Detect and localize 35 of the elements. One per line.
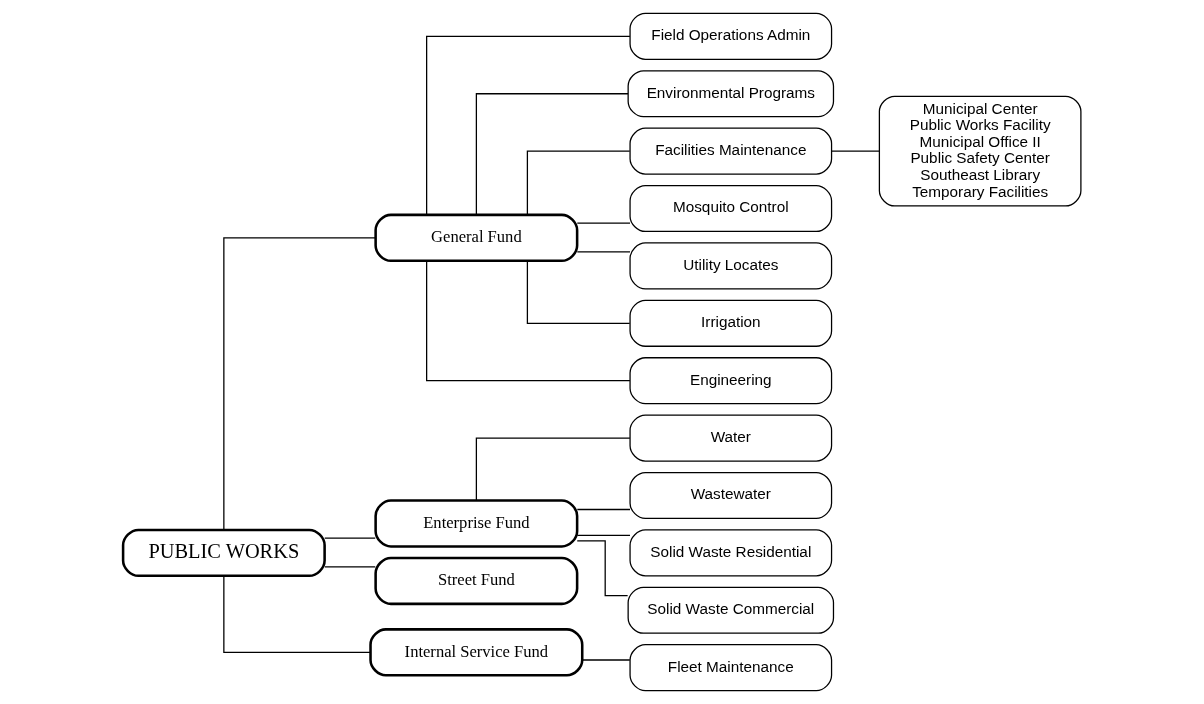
- connector: [324, 566, 376, 568]
- connector: [223, 237, 377, 531]
- node-box: Utility Locates: [629, 242, 833, 290]
- node-box: Field Operations Admin: [629, 12, 833, 60]
- connector: [831, 150, 880, 152]
- connector: [576, 508, 631, 511]
- node-box: Engineering: [629, 357, 833, 405]
- connector: [526, 260, 631, 324]
- connector: [576, 251, 631, 253]
- connector: [475, 437, 631, 501]
- node-box: Mosquito Control: [629, 184, 833, 233]
- node-box: PUBLIC WORKS: [121, 528, 326, 578]
- connector: [426, 260, 631, 382]
- connector: [223, 575, 371, 653]
- node-box: Enterprise Fund: [374, 499, 579, 548]
- node-box: Irrigation: [629, 299, 833, 347]
- node-box: Wastewater: [629, 471, 833, 520]
- connector: [576, 222, 631, 224]
- connector: [475, 93, 629, 216]
- node-box: Solid Waste Residential: [629, 529, 833, 577]
- node-box: Facilities Maintenance: [629, 127, 833, 175]
- connector: [324, 537, 376, 539]
- node-box: Environmental Programs: [627, 70, 835, 118]
- node-box: Street Fund: [374, 556, 579, 606]
- connector: [576, 540, 629, 597]
- node-box: Water: [629, 414, 833, 462]
- connector: [576, 534, 631, 537]
- node-box: Fleet Maintenance: [629, 644, 833, 692]
- connector: [581, 659, 631, 661]
- node-box: Municipal Center Public Works Facility Municipal Office II Public Safety Center Southeast Library Temporary Facilities: [878, 95, 1082, 207]
- node-box: Internal Service Fund: [369, 628, 584, 677]
- connector: [526, 150, 631, 216]
- node-box: General Fund: [374, 213, 579, 263]
- connector: [426, 35, 631, 216]
- node-box: Solid Waste Commercial: [627, 586, 835, 634]
